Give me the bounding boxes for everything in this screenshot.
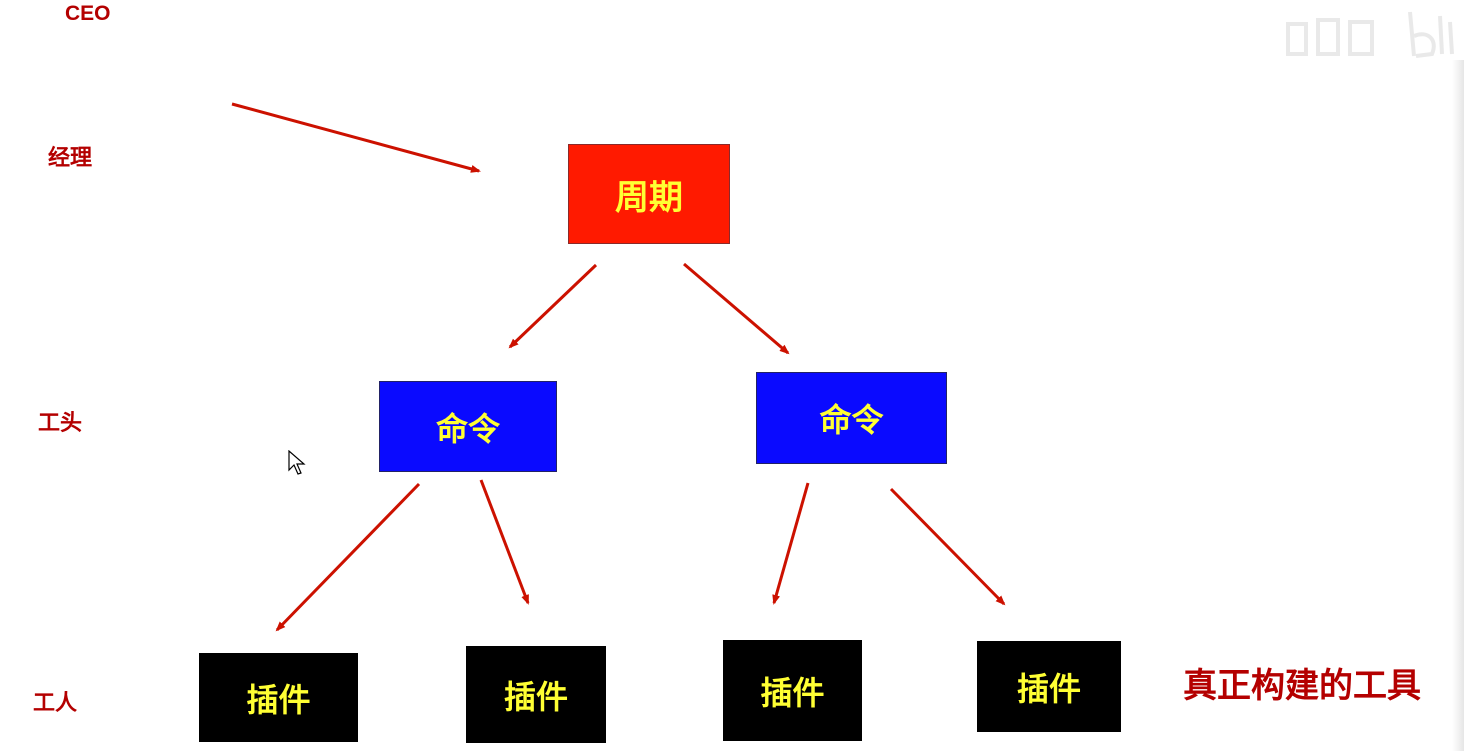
node-plugin-3: 插件 bbox=[723, 640, 862, 741]
arrow-command-left-to-plugin-1 bbox=[275, 482, 421, 632]
node-lifecycle-label: 周期 bbox=[615, 177, 683, 218]
node-lifecycle: 周期 bbox=[568, 144, 730, 244]
node-plugin-3-label: 插件 bbox=[760, 673, 825, 712]
node-plugin-1: 插件 bbox=[199, 653, 358, 742]
arrow-lifecycle-to-command-right bbox=[683, 262, 790, 355]
mouse-pointer-icon bbox=[288, 450, 306, 475]
level-label-foreman: 工头 bbox=[38, 411, 83, 436]
arrow-command-right-to-plugin-4 bbox=[889, 487, 1006, 606]
node-plugin-2-label: 插件 bbox=[503, 677, 568, 716]
bilibili-watermark-icon bbox=[1286, 11, 1454, 58]
level-label-worker: 工人 bbox=[33, 691, 78, 716]
node-plugin-4: 插件 bbox=[977, 641, 1121, 732]
right-edge-shade bbox=[1452, 60, 1464, 751]
node-command-left-label: 命令 bbox=[435, 409, 500, 448]
level-label-manager: 经理 bbox=[48, 146, 93, 171]
node-plugin-2: 插件 bbox=[466, 646, 606, 743]
node-plugin-1-label: 插件 bbox=[246, 680, 311, 719]
level-label-ceo: CEO bbox=[65, 2, 111, 25]
real-build-tool-note: 真正构建的工具 bbox=[1183, 666, 1421, 706]
node-command-left: 命令 bbox=[379, 381, 557, 472]
arrow-command-left-to-plugin-2 bbox=[479, 479, 530, 605]
node-command-right-label: 命令 bbox=[819, 401, 884, 439]
arrow-lifecycle-to-command-left bbox=[508, 263, 598, 349]
arrow-command-right-to-plugin-3 bbox=[772, 482, 810, 605]
node-plugin-4-label: 插件 bbox=[1016, 669, 1081, 708]
arrow-manager-to-lifecycle bbox=[231, 102, 481, 173]
node-command-right: 命令 bbox=[756, 372, 947, 464]
